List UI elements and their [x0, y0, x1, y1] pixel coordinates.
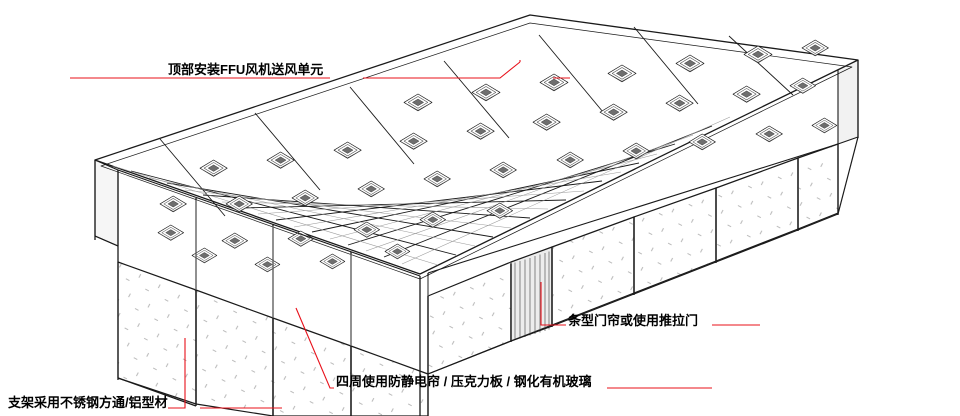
wall-panels-front — [117, 261, 429, 416]
wall-panels-back — [94, 59, 859, 247]
leader-curtain-stem — [540, 282, 566, 326]
annotation-wall-material-label: 四周使用防静电帘 / 压克力板 / 钢化有机玻璃 — [336, 374, 592, 389]
frame-top-rails — [117, 143, 839, 277]
leader-wall-stem — [295, 307, 334, 389]
strip-curtain-detail — [514, 251, 550, 340]
annotation-strip-curtain-label: 条型门帘或使用推拉门 — [568, 313, 699, 328]
leader-top-ffu-right — [363, 61, 521, 79]
annotation-top-ffu-label: 顶部安装FFU风机送风单元 — [168, 62, 324, 77]
wall-panels-right — [427, 143, 839, 375]
inner-structure — [195, 200, 512, 346]
booth-structure — [94, 14, 859, 416]
annotation-frame-material-label: 支架采用不锈钢方通/铝型材 — [8, 395, 168, 410]
frame-bottom-rails — [94, 136, 859, 407]
ceiling-grid-short — [159, 26, 794, 217]
leader-frame-stem — [168, 338, 186, 409]
annotation-leaders — [70, 60, 760, 409]
